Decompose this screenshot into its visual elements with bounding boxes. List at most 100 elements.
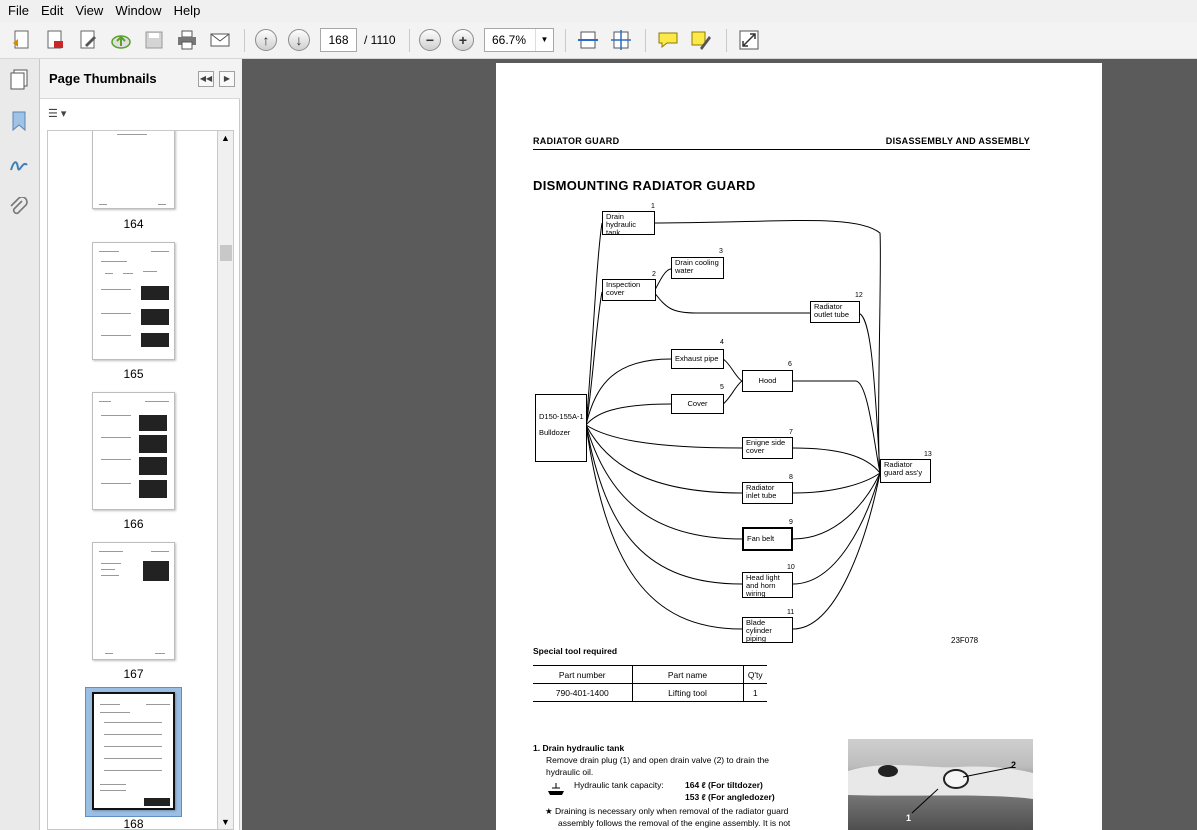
chevron-down-icon[interactable]: ▼: [535, 29, 553, 51]
scroll-down-icon[interactable]: ▼: [221, 817, 230, 827]
fit-width-icon[interactable]: [574, 26, 602, 54]
collapse-panel-icon[interactable]: ◀◀: [198, 71, 214, 87]
document-viewer[interactable]: RADIATOR GUARD DISASSEMBLY AND ASSEMBLY …: [242, 59, 1197, 830]
signatures-icon[interactable]: [8, 154, 30, 179]
table-header: Part number: [533, 665, 633, 684]
viewer-scrollbar[interactable]: [1190, 59, 1197, 830]
previous-page-button[interactable]: ↑: [252, 26, 280, 54]
options-menu-icon[interactable]: ☰ ▾: [48, 108, 67, 120]
panel-title: Page Thumbnails: [49, 71, 157, 86]
edit-document-icon[interactable]: [74, 26, 102, 54]
diagram-node-11: Blade cylinder piping: [742, 617, 793, 643]
capacity-label: Hydraulic tank capacity:: [574, 780, 664, 790]
diagram-node-number: 12: [855, 292, 863, 299]
comment-icon[interactable]: [654, 26, 682, 54]
thumbnail-page[interactable]: [92, 542, 175, 660]
diagram-node-6: Hood: [742, 370, 793, 392]
diagram-node-number: 8: [789, 474, 793, 481]
header-right: DISASSEMBLY AND ASSEMBLY: [885, 136, 1030, 146]
menu-window[interactable]: Window: [115, 3, 162, 18]
scroll-up-icon[interactable]: ▲: [221, 133, 230, 143]
toolbar-separator: [409, 29, 410, 52]
start-node-bulldozer: D150-155A-1 Bulldozer: [535, 394, 587, 462]
zoom-select[interactable]: 66.7% ▼: [484, 28, 554, 52]
diagram-node-2: Inspection cover: [602, 279, 656, 301]
header-rule: [533, 149, 1030, 150]
diagram-node-4: Exhaust pipe: [671, 349, 724, 369]
attachments-icon[interactable]: [8, 196, 30, 222]
menu-file[interactable]: File: [8, 3, 29, 18]
table-header-row: Part number Part name Q'ty: [533, 665, 767, 684]
toolbar: ↑ ↓ 168 / 1110 − + 66.7%▼: [0, 22, 1197, 59]
figure-code: 23F078: [951, 636, 979, 645]
diagram-node-10: Head light and horn wiring: [742, 572, 793, 598]
menu-edit[interactable]: Edit: [40, 3, 64, 18]
thumbnail-page[interactable]: [92, 131, 175, 209]
toolbar-separator: [645, 29, 646, 52]
create-pdf-icon[interactable]: [8, 26, 36, 54]
diagram-node-12: Radiator outlet tube: [810, 301, 860, 323]
table-header: Q'ty: [743, 665, 767, 684]
document-page: RADIATOR GUARD DISASSEMBLY AND ASSEMBLY …: [496, 63, 1102, 830]
panel-header: Page Thumbnails ◀◀ ▶: [40, 59, 240, 99]
thumbnail-page[interactable]: [92, 392, 175, 510]
zoom-out-button[interactable]: −: [416, 26, 444, 54]
diagram-node-13: Radiator guard ass'y: [880, 459, 931, 483]
thumbnail-label: 165: [123, 367, 144, 381]
page-title: DISMOUNTING RADIATOR GUARD: [533, 178, 756, 193]
next-page-button[interactable]: ↓: [285, 26, 313, 54]
bookmarks-icon[interactable]: [8, 110, 30, 135]
table-cell: Lifting tool: [632, 683, 744, 702]
oil-tank-icon: [547, 782, 565, 799]
diagram-node-7: Enigne side cover: [742, 437, 793, 459]
menu-view[interactable]: View: [75, 3, 104, 18]
upload-cloud-icon[interactable]: [107, 26, 135, 54]
thumbnail-label: 168: [123, 817, 144, 830]
thumbnail-page-current[interactable]: [92, 692, 175, 810]
diagram-node-number: 2: [652, 271, 656, 278]
thumbnail-label: 166: [123, 517, 144, 531]
menu-help[interactable]: Help: [173, 3, 201, 18]
toolbar-separator: [726, 29, 727, 52]
thumbnail-scrollbar[interactable]: ▲ ▼: [217, 130, 234, 830]
table-cell: 790-401-1400: [533, 683, 633, 702]
diagram-node-8: Radiator inlet tube: [742, 482, 793, 504]
combine-files-icon[interactable]: [41, 26, 69, 54]
diagram-node-number: 11: [787, 609, 795, 616]
hide-panel-icon[interactable]: ▶: [219, 71, 235, 87]
drain-photo: 2 1: [848, 739, 1033, 830]
thumbnail-label: 167: [123, 667, 144, 681]
zoom-value: 66.7%: [492, 33, 527, 47]
page-number-input[interactable]: 168: [320, 28, 357, 52]
step-text: hydraulic oil.: [546, 767, 594, 777]
diagram-node-9: Fan belt: [742, 527, 793, 551]
highlight-icon[interactable]: [687, 26, 715, 54]
special-tool-heading: Special tool required: [533, 646, 618, 656]
diagram-node-number: 1: [651, 203, 655, 210]
print-icon[interactable]: [173, 26, 201, 54]
diagram-node-number: 7: [789, 429, 793, 436]
fit-page-icon[interactable]: [607, 26, 635, 54]
diagram-node-5: Cover: [671, 394, 724, 414]
capacity-value: 164 ℓ (For tiltdozer): [685, 780, 763, 790]
diagram-node-number: 13: [924, 451, 932, 458]
thumbnail-label: 164: [123, 217, 144, 231]
table-row: 790-401-1400 Lifting tool 1: [533, 683, 767, 702]
save-icon[interactable]: [140, 26, 168, 54]
special-tool-table: Part number Part name Q'ty 790-401-1400 …: [533, 665, 767, 702]
thumbnail-list[interactable]: 164 165 166 167: [47, 130, 224, 830]
zoom-in-button[interactable]: +: [449, 26, 477, 54]
diagram-node-number: 9: [789, 519, 793, 526]
email-icon[interactable]: [206, 26, 234, 54]
diagram-node-number: 6: [788, 361, 792, 368]
thumbnail-page[interactable]: [92, 242, 175, 360]
toolbar-separator: [565, 29, 566, 52]
page-thumbnails-icon[interactable]: [8, 68, 30, 93]
capacity-value: 153 ℓ (For angledozer): [685, 792, 775, 802]
diagram-node-number: 10: [787, 564, 795, 571]
full-screen-icon[interactable]: [735, 26, 763, 54]
diagram-node-1: Drain hydraulic tank: [602, 211, 655, 237]
header-left: RADIATOR GUARD: [533, 136, 620, 146]
scrollbar-thumb[interactable]: [220, 245, 232, 261]
table-header: Part name: [632, 665, 744, 684]
